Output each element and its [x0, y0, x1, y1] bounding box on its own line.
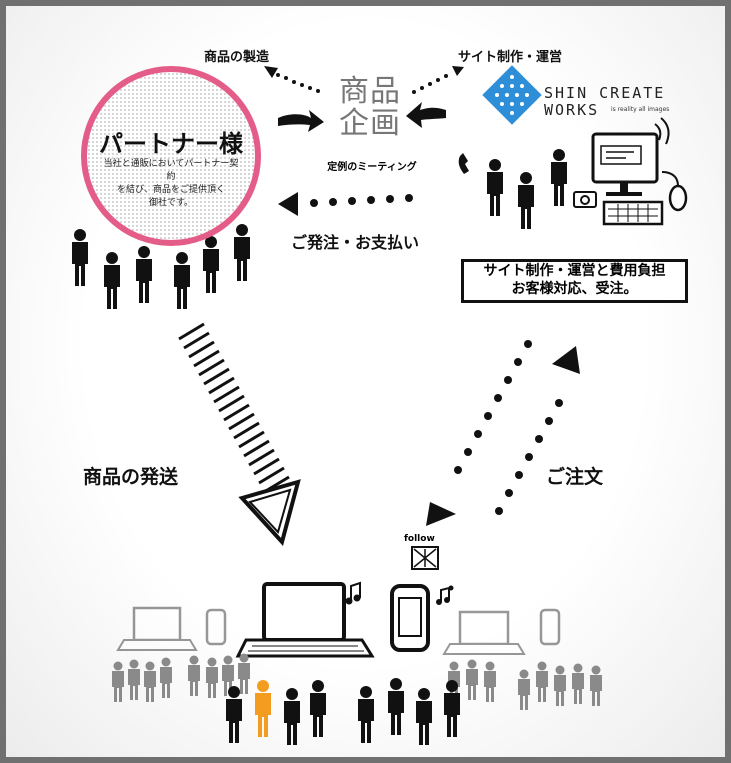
shipping-label: 商品の発送	[83, 466, 179, 488]
follow-label: follow	[404, 534, 435, 544]
product-planning-line2: 企画	[339, 106, 401, 141]
partner-desc-line1: 当社と通販においてパートナー契約	[103, 159, 239, 182]
manufacture-label: 商品の製造	[204, 50, 270, 65]
meeting-label: 定例のミーティング	[327, 162, 417, 173]
product-planning-line1: 商品	[339, 74, 401, 109]
arrow-to-customer	[426, 340, 532, 526]
logo-mark	[482, 65, 542, 125]
highlight-customer	[255, 680, 271, 737]
arrow-to-manufacture	[264, 66, 320, 93]
computer-icon	[591, 117, 688, 226]
partner-description: 当社と通販においてパートナー契約 を結び、商品をご提供頂く 御社です。	[101, 158, 241, 210]
partner-desc-line2: を結び、商品をご提供頂く	[116, 185, 225, 195]
partner-title: パートナー様	[99, 130, 243, 158]
laptop-gray-right	[442, 608, 561, 655]
brush-arrow-right	[278, 110, 324, 132]
product-planning-title: 商品 企画	[320, 76, 420, 140]
music-notes-icon	[345, 581, 454, 605]
arrow-customer-order	[495, 346, 580, 515]
customer-order-label: ご注文	[546, 466, 604, 488]
logo-text-line2: WORKS	[544, 101, 600, 119]
logo-text-line1: SHIN CREATE	[544, 84, 666, 102]
camera-icon	[573, 191, 597, 208]
diagram-graphics	[72, 65, 688, 745]
order-payment-label: ご発注・お支払い	[291, 233, 420, 252]
brush-arrow-left	[406, 102, 446, 128]
follow-tag	[411, 546, 439, 570]
arrow-order-payment	[278, 192, 413, 216]
laptop-gray-left	[116, 606, 227, 651]
partner-desc-line3: 御社です。	[148, 198, 194, 208]
phone-icon	[458, 153, 469, 174]
arrow-to-siteops	[412, 66, 464, 94]
smartphone-main	[390, 584, 430, 652]
site-ops-box-line2: お客様対応、受注。	[511, 281, 638, 297]
site-ops-label: サイト制作・運営	[458, 50, 563, 65]
siteops-team	[487, 149, 567, 229]
logo-tagline: is reality all images	[611, 106, 670, 113]
shipping-arrow	[178, 322, 301, 547]
laptop-main	[235, 582, 375, 658]
customers-gray-right	[448, 659, 602, 710]
partner-circle	[81, 66, 261, 246]
site-ops-box-line1: サイト制作・運営と費用負担	[483, 263, 666, 279]
site-ops-box	[461, 259, 688, 303]
